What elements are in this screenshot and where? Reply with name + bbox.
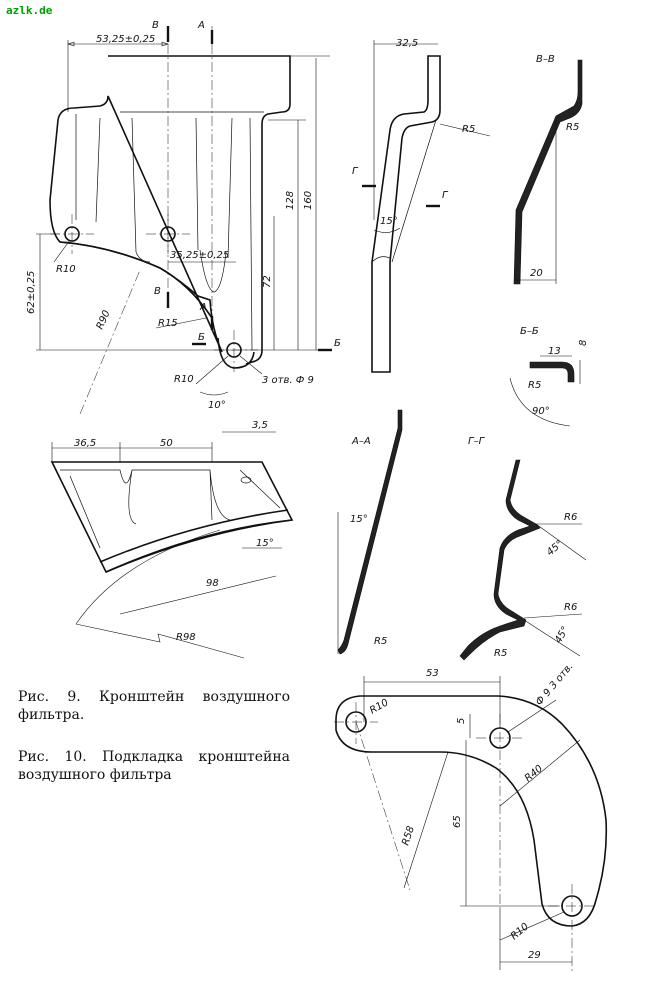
section-mark-a-mid: А <box>199 302 207 313</box>
top-dim-50-label: 50 <box>160 438 173 449</box>
fig10-dim-53-label: 53 <box>426 668 439 679</box>
section-bb-angle: 90° <box>532 406 550 417</box>
bracket-top-view: 36,5 50 3,5 15° 98 R98 <box>50 420 294 659</box>
holes-note-label: 3 отв. Ф 9 <box>262 375 314 386</box>
section-mark-bb-right: Б <box>334 338 341 349</box>
side-angle-15-label: 15° <box>380 216 398 227</box>
fig10-dim-29-label: 29 <box>528 950 541 961</box>
top-dim-3-5-label: 3,5 <box>252 420 268 431</box>
radius-r10-top-label: R10 <box>56 264 76 275</box>
section-gg-radius-bottom: R5 <box>494 648 507 659</box>
top-dim-98-label: 98 <box>206 578 219 589</box>
section-g-g: Г–Г R6 45° R6 45° R5 <box>459 436 587 661</box>
section-v-v: В–В R5 20 <box>513 54 583 285</box>
bracket-side-view: 32,5 R5 15° Г Г <box>352 38 491 373</box>
dim-160-label: 160 <box>303 191 314 210</box>
figure-9-caption: Рис. 9. Кронштейн воздушного фильтра. <box>18 689 290 723</box>
section-mark-g-left: Г <box>352 166 359 177</box>
dim-62-label: 62±0,25 <box>26 271 37 314</box>
section-mark-g-right: Г <box>442 190 449 201</box>
dim-32-5-label: 32,5 <box>396 38 418 49</box>
top-dim-36-5-label: 36,5 <box>74 438 96 449</box>
section-bb-title: Б–Б <box>520 326 539 337</box>
radius-r10-bottom-label: R10 <box>174 374 194 385</box>
section-mark-b-top: В <box>152 20 159 31</box>
dim-hole-spacing-label: 35,25±0,25 <box>170 250 229 261</box>
section-gg-angle-mid: 45° <box>553 625 571 646</box>
spacer-plate-view: 53 R10 5 Ф 9 3 отв. R40 R58 65 R10 29 <box>334 661 608 972</box>
section-aa-title: А–А <box>351 436 371 447</box>
side-radius-r5-label: R5 <box>462 124 475 135</box>
site-watermark: azlk.de <box>6 4 53 17</box>
figure-10-caption: Рис. 10. Подкладка кронштейна воздушного… <box>18 749 290 783</box>
section-vv-radius: R5 <box>566 122 579 133</box>
top-angle-15-label: 15° <box>256 538 274 549</box>
section-vv-title: В–В <box>536 54 555 65</box>
section-aa-radius: R5 <box>374 636 387 647</box>
bracket-main-view: 53,25±0,25 160 128 72 62±0,25 35,25±0,25… <box>26 20 341 415</box>
section-gg-radius-top: R6 <box>564 512 577 523</box>
fig10-radius-r58: R58 <box>400 825 417 847</box>
section-mark-bb-left: Б <box>198 332 205 343</box>
fig10-dim-65-label: 65 <box>452 815 463 828</box>
section-a-a: А–А 15° R5 <box>337 409 403 655</box>
section-gg-radius-mid: R6 <box>564 602 577 613</box>
dim-width-label: 53,25±0,25 <box>96 34 155 45</box>
section-mark-a-top: А <box>197 20 205 31</box>
section-bb-radius: R5 <box>528 380 541 391</box>
radius-r90-label: R90 <box>95 309 113 331</box>
section-aa-angle: 15° <box>350 514 368 525</box>
fig10-radius-r10-bottom: R10 <box>509 921 531 942</box>
section-vv-dim-20: 20 <box>530 268 543 279</box>
section-bb-dim-8: 8 <box>578 340 589 346</box>
fig10-radius-r40: R40 <box>523 763 545 784</box>
dim-72-label: 72 <box>262 275 273 288</box>
section-gg-angle-top: 45° <box>545 538 566 558</box>
dim-128-label: 128 <box>285 191 296 210</box>
radius-r15-label: R15 <box>158 318 178 329</box>
section-b-b: Б–Б 13 8 R5 90° <box>509 326 589 427</box>
top-radius-r98-label: R98 <box>176 632 196 643</box>
fig10-radius-r10-left: R10 <box>368 697 391 716</box>
section-bb-dim-13: 13 <box>548 346 561 357</box>
fig10-dim-5-label: 5 <box>456 718 467 724</box>
angle-10-label: 10° <box>208 400 226 411</box>
section-gg-title: Г–Г <box>468 436 486 447</box>
section-mark-b-mid: В <box>154 286 161 297</box>
